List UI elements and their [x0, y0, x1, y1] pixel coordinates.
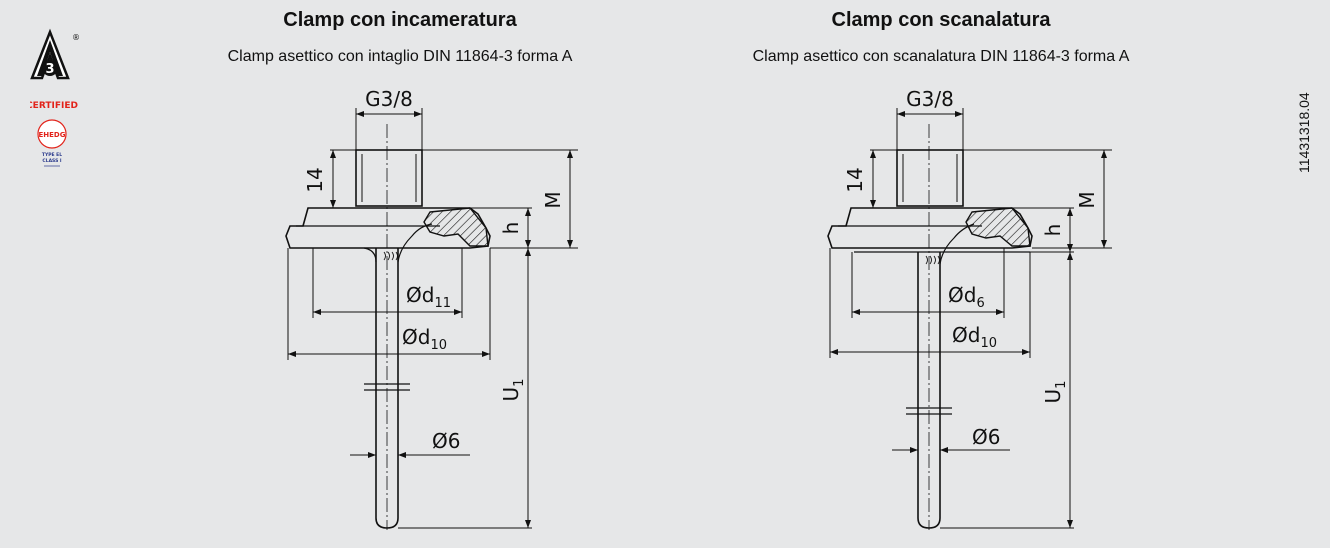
left-thread-nipple: [355, 149, 423, 207]
ehedg-text: EHEDG: [39, 131, 66, 139]
right-u1-label: U1: [1041, 381, 1069, 404]
right-d-mid-label: Ød10: [952, 323, 997, 351]
right-stem-label: Ø6: [972, 425, 1000, 449]
right-thread-nipple: [896, 149, 964, 207]
left-weld-mark: [383, 251, 398, 261]
right-clamp-flange: [827, 207, 1033, 249]
left-u1-label: U1: [499, 379, 527, 402]
certified-text: CERTIFIED: [30, 101, 78, 111]
left-thread-label: G3/8: [365, 87, 413, 111]
right-subtitle: Clamp asettico con scanalatura DIN 11864…: [752, 48, 1130, 65]
right-section-hatch: [965, 207, 1031, 247]
3a-logo-circle: [42, 60, 58, 76]
right-weld-mark: [925, 255, 940, 265]
left-h-label: h: [499, 222, 523, 235]
left-subtitle: Clamp asettico con intaglio DIN 11864-3 …: [227, 48, 573, 65]
3a-logo-number: 3: [45, 62, 54, 77]
left-stem-fillet: [363, 247, 377, 263]
type-text: TYPE EL: [42, 152, 62, 158]
right-title: Clamp con scanalatura: [831, 9, 1051, 31]
class-text: CLASS I: [42, 158, 61, 164]
left-section-hatch: [423, 207, 489, 247]
right-stem: [917, 252, 941, 529]
registered-mark: ®: [72, 33, 80, 42]
right-d-outer-label: Ød6: [948, 283, 985, 311]
right-stem-fillet: [939, 223, 975, 265]
right-m-label: M: [1075, 191, 1099, 208]
left-d-mid-label: Ød10: [402, 325, 447, 353]
left-clamp-flange: [285, 207, 491, 249]
3a-sanitary-logo: 3 ®: [30, 28, 80, 80]
left-stem-label: Ø6: [432, 429, 460, 453]
left-d-outer-label: Ød11: [406, 283, 451, 311]
left-m-label: M: [541, 191, 565, 208]
ehedg-certified-logo: CERTIFIED EHEDG TYPE EL CLASS I: [30, 101, 78, 167]
right-thread-label: G3/8: [906, 87, 954, 111]
left-title: Clamp con incameratura: [283, 9, 517, 31]
left-height-14-label: 14: [303, 167, 327, 192]
right-h-label: h: [1041, 224, 1065, 237]
left-stem-fillet: [397, 223, 433, 263]
left-stem: [375, 248, 399, 529]
right-height-14-label: 14: [843, 167, 867, 192]
ehedg-ring: [37, 119, 67, 149]
